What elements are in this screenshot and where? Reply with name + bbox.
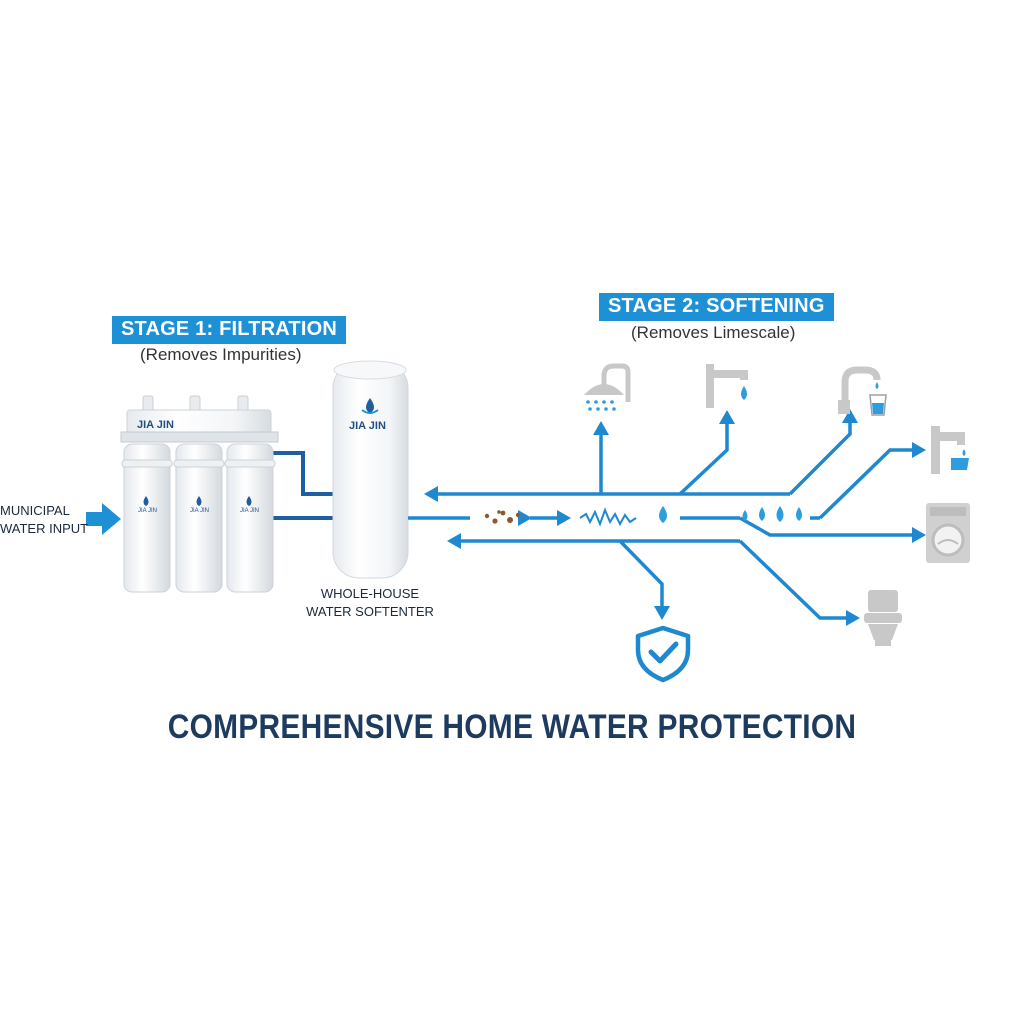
softener-label-line2: WATER SOFTENTER <box>306 604 434 619</box>
cartridge-brand-1: JIA JIN <box>138 508 158 514</box>
stage2-subtitle: (Removes Limescale) <box>631 323 796 342</box>
flow-arrowheads <box>424 409 926 626</box>
input-label-line2: WATER INPUT <box>0 521 89 536</box>
stage1-label: STAGE 1: FILTRATION <box>112 316 347 344</box>
stage2-label: STAGE 2: SOFTENING <box>599 293 834 321</box>
cartridge-brand-3: JIA JIN <box>240 508 260 514</box>
faucet-icon <box>706 364 748 408</box>
filter-to-softener-pipes <box>270 451 333 520</box>
title-wrap: COMPREHENSIVE HOME WATER PROTECTION <box>112 708 912 747</box>
softener-label: WHOLE-HOUSE WATER SOFTENTER <box>300 585 440 621</box>
softener-label-line1: WHOLE-HOUSE <box>320 586 420 601</box>
toilet-icon <box>864 590 902 646</box>
cartridge-brand-2: JIA JIN <box>190 508 210 514</box>
page-title: COMPREHENSIVE HOME WATER PROTECTION <box>167 708 857 746</box>
washing-machine-icon <box>926 503 970 563</box>
stage1-subtitle: (Removes Impurities) <box>140 345 302 364</box>
input-label: MUNICIPAL WATER INPUT <box>0 502 88 538</box>
drinking-tap-icon <box>838 366 887 416</box>
input-label-line1: MUNICIPAL <box>0 503 70 518</box>
impurity-particles-icon <box>484 510 521 524</box>
distribution-pipes <box>408 420 915 620</box>
shield-check-icon <box>635 625 691 683</box>
water-wave-icon <box>579 506 667 527</box>
tap-icon <box>931 426 969 474</box>
softener-brand: JIA JIN <box>349 420 386 432</box>
filter-brand: JIA JIN <box>137 419 174 431</box>
input-arrow <box>86 503 121 535</box>
filter-system <box>120 395 279 593</box>
water-softener-tank <box>332 360 409 579</box>
soft-water-drops-icon <box>742 506 802 522</box>
shower-icon <box>584 363 631 411</box>
